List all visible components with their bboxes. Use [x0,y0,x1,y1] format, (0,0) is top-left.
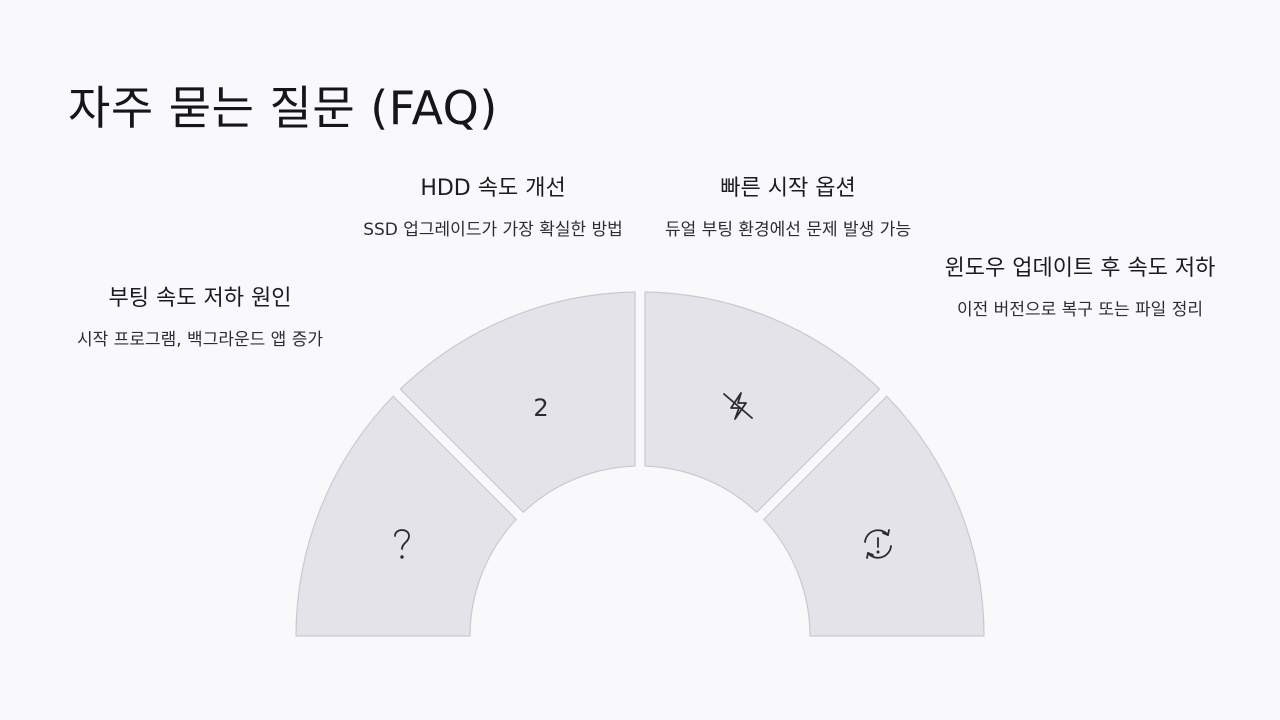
faq-item-hdd-speed: HDD 속도 개선 SSD 업그레이드가 가장 확실한 방법 [362,174,624,245]
lightning-off-icon [723,392,753,420]
faq-item-title: 부팅 속도 저하 원인 [108,286,292,311]
segment-2 [399,291,636,513]
faq-item-description: 이전 버전으로 복구 또는 파일 정리 [957,300,1203,320]
faq-item-windows-update: 윈도우 업데이트 후 속도 저하 이전 버전으로 복구 또는 파일 정리 [942,254,1218,325]
question-mark-icon [394,529,410,559]
segment-4 [763,395,985,637]
faq-item-description: 듀얼 부팅 환경에선 문제 발생 가능 [665,220,911,240]
faq-item-title: 윈도우 업데이트 후 속도 저하 [944,256,1216,281]
faq-item-description: SSD 업그레이드가 가장 확실한 방법 [363,220,623,240]
refresh-alert-icon [864,529,892,559]
faq-item-description: 시작 프로그램, 백그라운드 앱 증가 [77,330,323,350]
faq-item-title: HDD 속도 개선 [420,176,566,201]
segment-number-2: 2 [533,394,548,422]
page-title: 자주 묻는 질문 (FAQ) [68,81,498,135]
segment-1 [295,395,517,637]
faq-item-fast-startup: 빠른 시작 옵션 듀얼 부팅 환경에선 문제 발생 가능 [652,174,924,245]
segment-3 [644,291,881,513]
faq-item-title: 빠른 시작 옵션 [720,176,856,201]
faq-item-boot-slowdown-cause: 부팅 속도 저하 원인 시작 프로그램, 백그라운드 앱 증가 [60,284,340,355]
